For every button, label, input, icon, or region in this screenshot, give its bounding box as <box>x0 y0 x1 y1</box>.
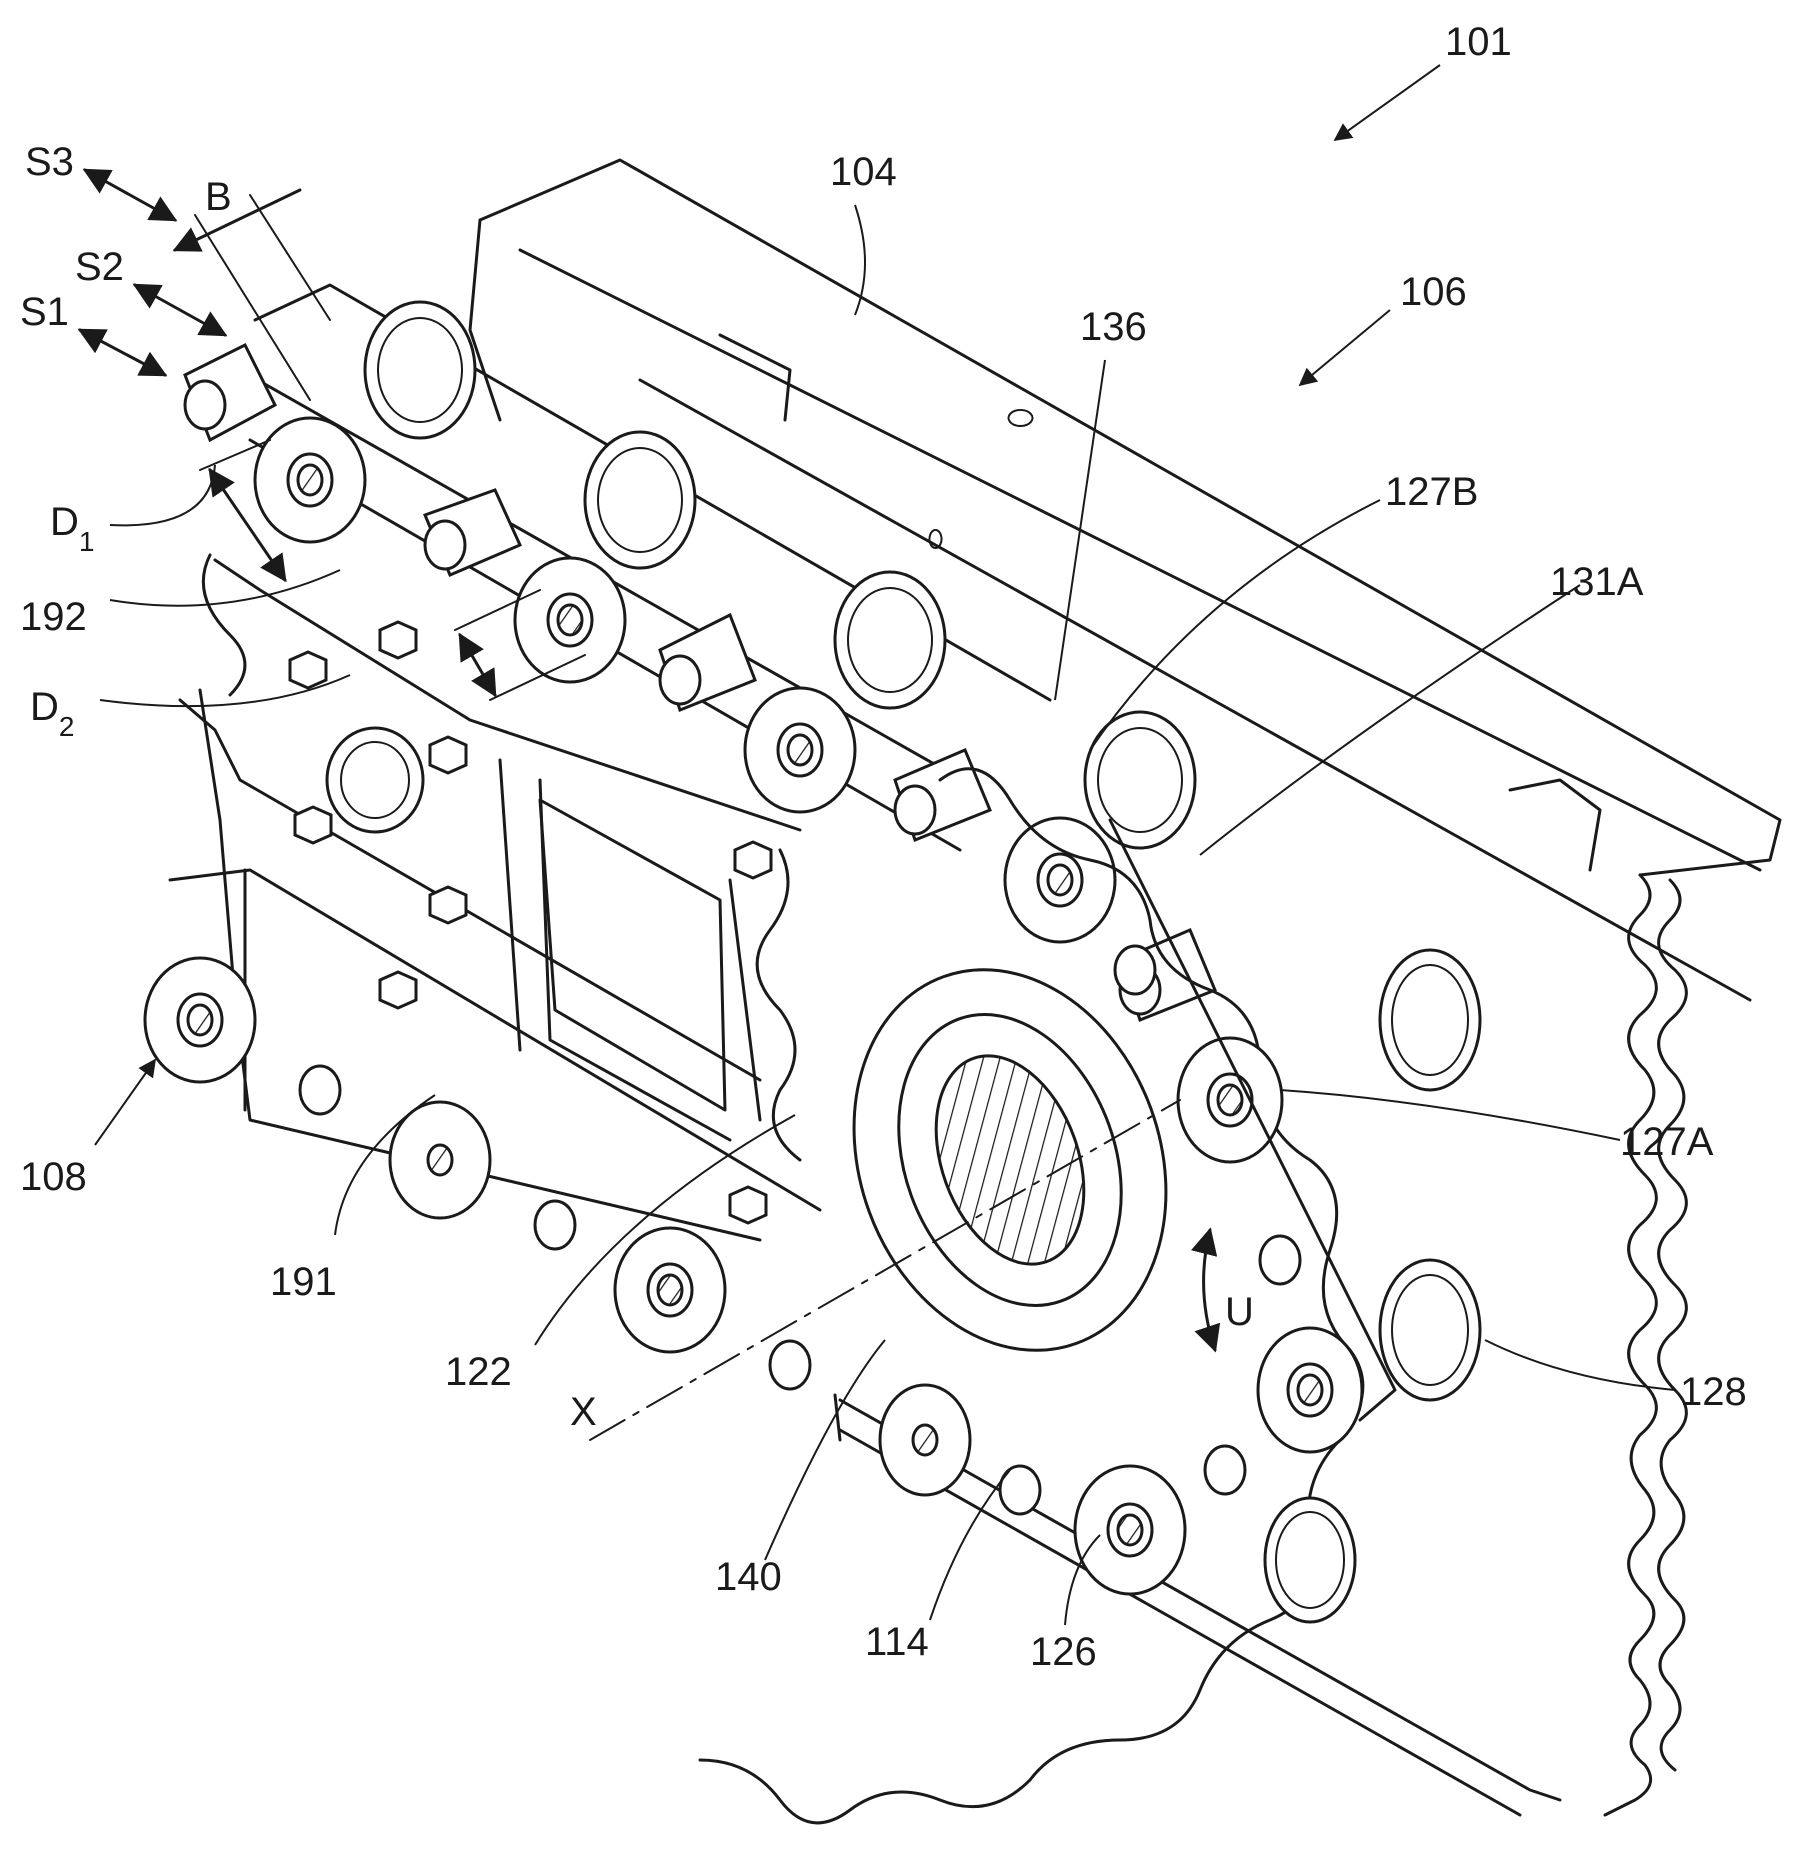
label-D2-sub: 2 <box>59 711 75 742</box>
roller <box>1005 818 1115 942</box>
label-114: 114 <box>865 1620 929 1664</box>
label-D1: D1 <box>50 500 94 557</box>
label-S3: S3 <box>25 140 74 184</box>
label-127B: 127B <box>1385 470 1478 514</box>
pin <box>425 490 520 575</box>
roller <box>390 1102 490 1218</box>
roller-126 <box>1075 1466 1185 1594</box>
label-D2: D2 <box>30 685 74 742</box>
label-122: 122 <box>445 1350 512 1394</box>
rotation-arrow-u <box>1204 1230 1215 1350</box>
label-126: 126 <box>1030 1630 1097 1674</box>
pin <box>895 750 990 840</box>
label-S1: S1 <box>20 290 69 334</box>
label-D1-sub: 1 <box>79 526 95 557</box>
pin <box>660 615 755 710</box>
roller <box>745 688 855 812</box>
label-191: 191 <box>270 1260 337 1304</box>
pin <box>185 345 275 440</box>
roller-127A <box>1178 1038 1282 1162</box>
label-104: 104 <box>830 150 897 194</box>
roller <box>515 558 625 682</box>
roller <box>145 958 255 1082</box>
roller <box>255 418 365 542</box>
label-131A: 131A <box>1550 560 1644 604</box>
label-106: 106 <box>1400 270 1467 314</box>
label-U: U <box>1225 1290 1254 1334</box>
label-B: B <box>205 175 232 219</box>
roller <box>615 1228 725 1352</box>
roller <box>1258 1328 1362 1452</box>
label-128: 128 <box>1680 1370 1747 1414</box>
label-X: X <box>570 1390 597 1434</box>
label-136: 136 <box>1080 305 1147 349</box>
label-140: 140 <box>715 1555 782 1599</box>
label-101: 101 <box>1445 20 1512 64</box>
label-108: 108 <box>20 1155 87 1199</box>
roller <box>880 1385 970 1495</box>
label-D2-main: D <box>30 685 59 729</box>
label-127A: 127A <box>1620 1120 1714 1164</box>
label-D1-main: D <box>50 500 79 544</box>
label-192: 192 <box>20 595 87 639</box>
label-S2: S2 <box>75 245 124 289</box>
